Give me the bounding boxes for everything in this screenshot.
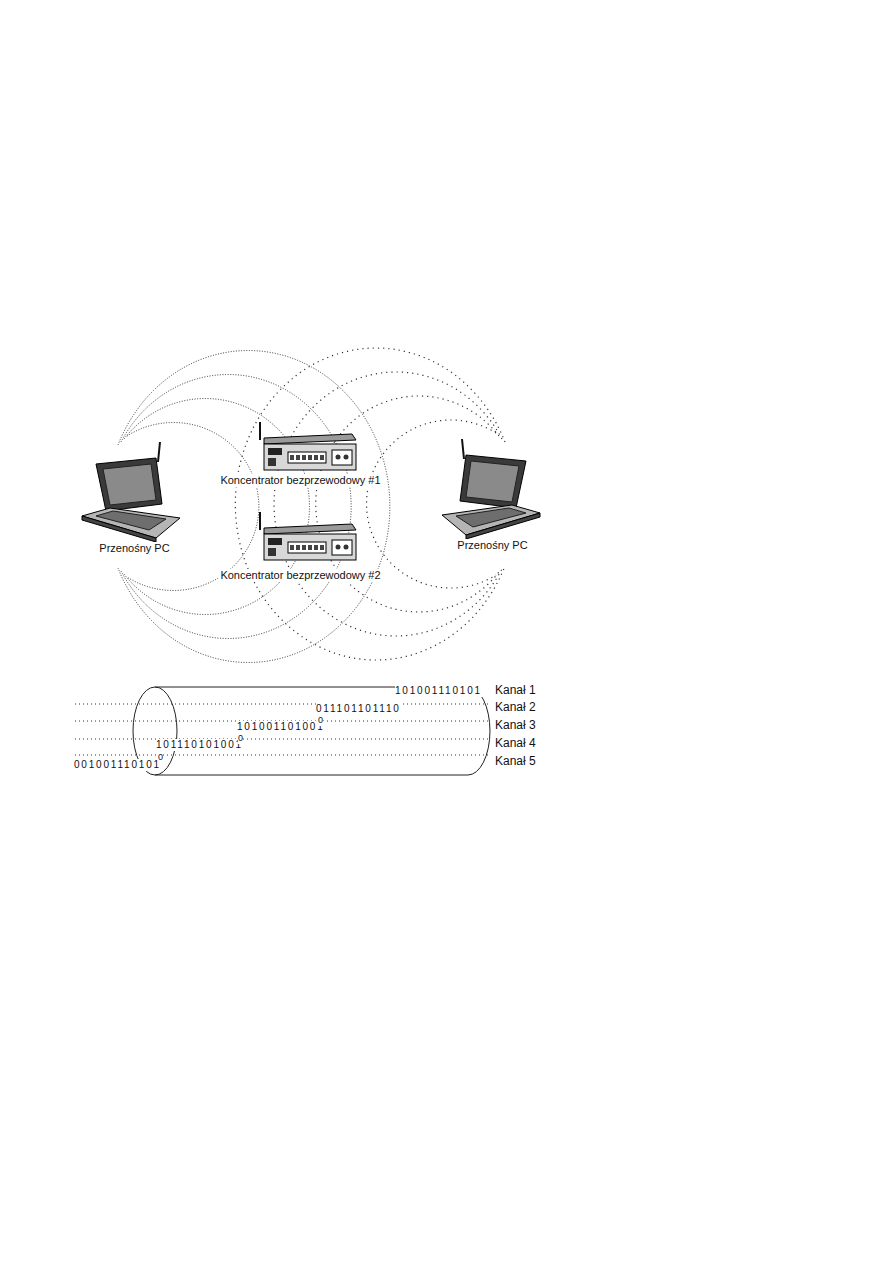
channel-name: Kanał 2 <box>494 701 537 713</box>
antenna <box>259 422 261 440</box>
hub-display <box>268 448 282 455</box>
bit-string: 011101101110 <box>316 703 401 715</box>
bit-mark: 0 <box>318 714 323 726</box>
hub-jack <box>344 545 349 550</box>
laptop-icon <box>82 442 180 542</box>
laptop-edge <box>82 516 156 542</box>
laptop: Przenośny PC <box>72 440 197 555</box>
hub-icon <box>260 512 356 560</box>
laptop-edge <box>466 513 540 539</box>
hub-connector <box>332 540 352 555</box>
bit-string: 101110101001 <box>156 739 243 751</box>
bit-string: 101001110101 <box>395 685 482 697</box>
radio-wave <box>367 420 496 588</box>
wireless-hub: Koncentrator bezprzewodowy #1 <box>216 418 384 487</box>
antenna <box>158 442 160 462</box>
hub-drawing <box>218 418 383 474</box>
radio-wave <box>121 375 351 639</box>
hub-port <box>302 455 306 460</box>
hub-port <box>296 455 300 460</box>
channel-name: Kanał 3 <box>494 719 537 731</box>
hub-port <box>314 455 318 460</box>
channel-line <box>75 739 490 740</box>
radio-wave <box>235 348 505 660</box>
hub-port <box>290 455 294 460</box>
node-label: Koncentrator bezprzewodowy #1 <box>218 474 382 487</box>
laptop-icon <box>442 439 540 539</box>
node-label: Przenośny PC <box>455 539 529 552</box>
bit-string: 101001101001 <box>237 721 325 733</box>
channel-name: Kanał 1 <box>494 684 537 696</box>
hub-port <box>302 545 306 550</box>
cylinder-edge <box>155 775 468 776</box>
channel-cylinder <box>133 687 490 775</box>
laptop-drawing <box>72 440 197 545</box>
laptop-screen <box>466 461 519 502</box>
hub-led <box>268 458 276 466</box>
antenna <box>462 439 464 459</box>
hub-port <box>308 455 312 460</box>
channel-name: Kanał 5 <box>494 755 537 767</box>
hub-port-panel <box>288 542 326 553</box>
cylinder-end <box>468 687 490 775</box>
hub-led <box>268 548 276 556</box>
radio-wave <box>127 423 259 591</box>
hub-front <box>264 534 356 560</box>
channel-lines <box>75 704 490 755</box>
radio-waves <box>118 348 505 662</box>
hub-display <box>268 538 282 545</box>
hub-drawing <box>218 508 383 564</box>
node-label: Koncentrator bezprzewodowy #2 <box>218 569 382 582</box>
bit-string: 001001110101 <box>74 759 161 771</box>
hub-jack <box>336 545 341 550</box>
hub-icon <box>260 422 356 470</box>
channel-line <box>75 755 490 756</box>
node-label: Przenośny PC <box>97 542 171 555</box>
hub-jack <box>344 455 349 460</box>
laptop-lid <box>96 458 162 511</box>
hub-port <box>290 545 294 550</box>
antenna <box>259 512 261 530</box>
bit-mark: 0 <box>158 751 163 763</box>
hub-front <box>264 444 356 470</box>
hub-top <box>264 524 356 534</box>
wireless-hub: Koncentrator bezprzewodowy #2 <box>216 508 384 582</box>
laptop: Przenośny PC <box>430 437 555 552</box>
channel-name: Kanał 4 <box>494 737 537 749</box>
laptop-drawing <box>430 437 555 542</box>
hub-jack <box>336 455 341 460</box>
hub-port-panel <box>288 452 326 463</box>
laptop-lid <box>460 455 526 508</box>
hub-port <box>314 545 318 550</box>
hub-port <box>296 545 300 550</box>
laptop-screen <box>103 464 156 505</box>
hub-connector <box>332 450 352 465</box>
channel-line <box>75 704 490 705</box>
bit-mark: 0 <box>238 732 243 744</box>
hub-port <box>320 545 324 550</box>
radio-wave <box>274 372 502 636</box>
radio-wave <box>118 350 390 662</box>
hub-port <box>320 455 324 460</box>
hub-top <box>264 434 356 444</box>
radio-wave <box>124 398 309 614</box>
hub-port <box>308 545 312 550</box>
